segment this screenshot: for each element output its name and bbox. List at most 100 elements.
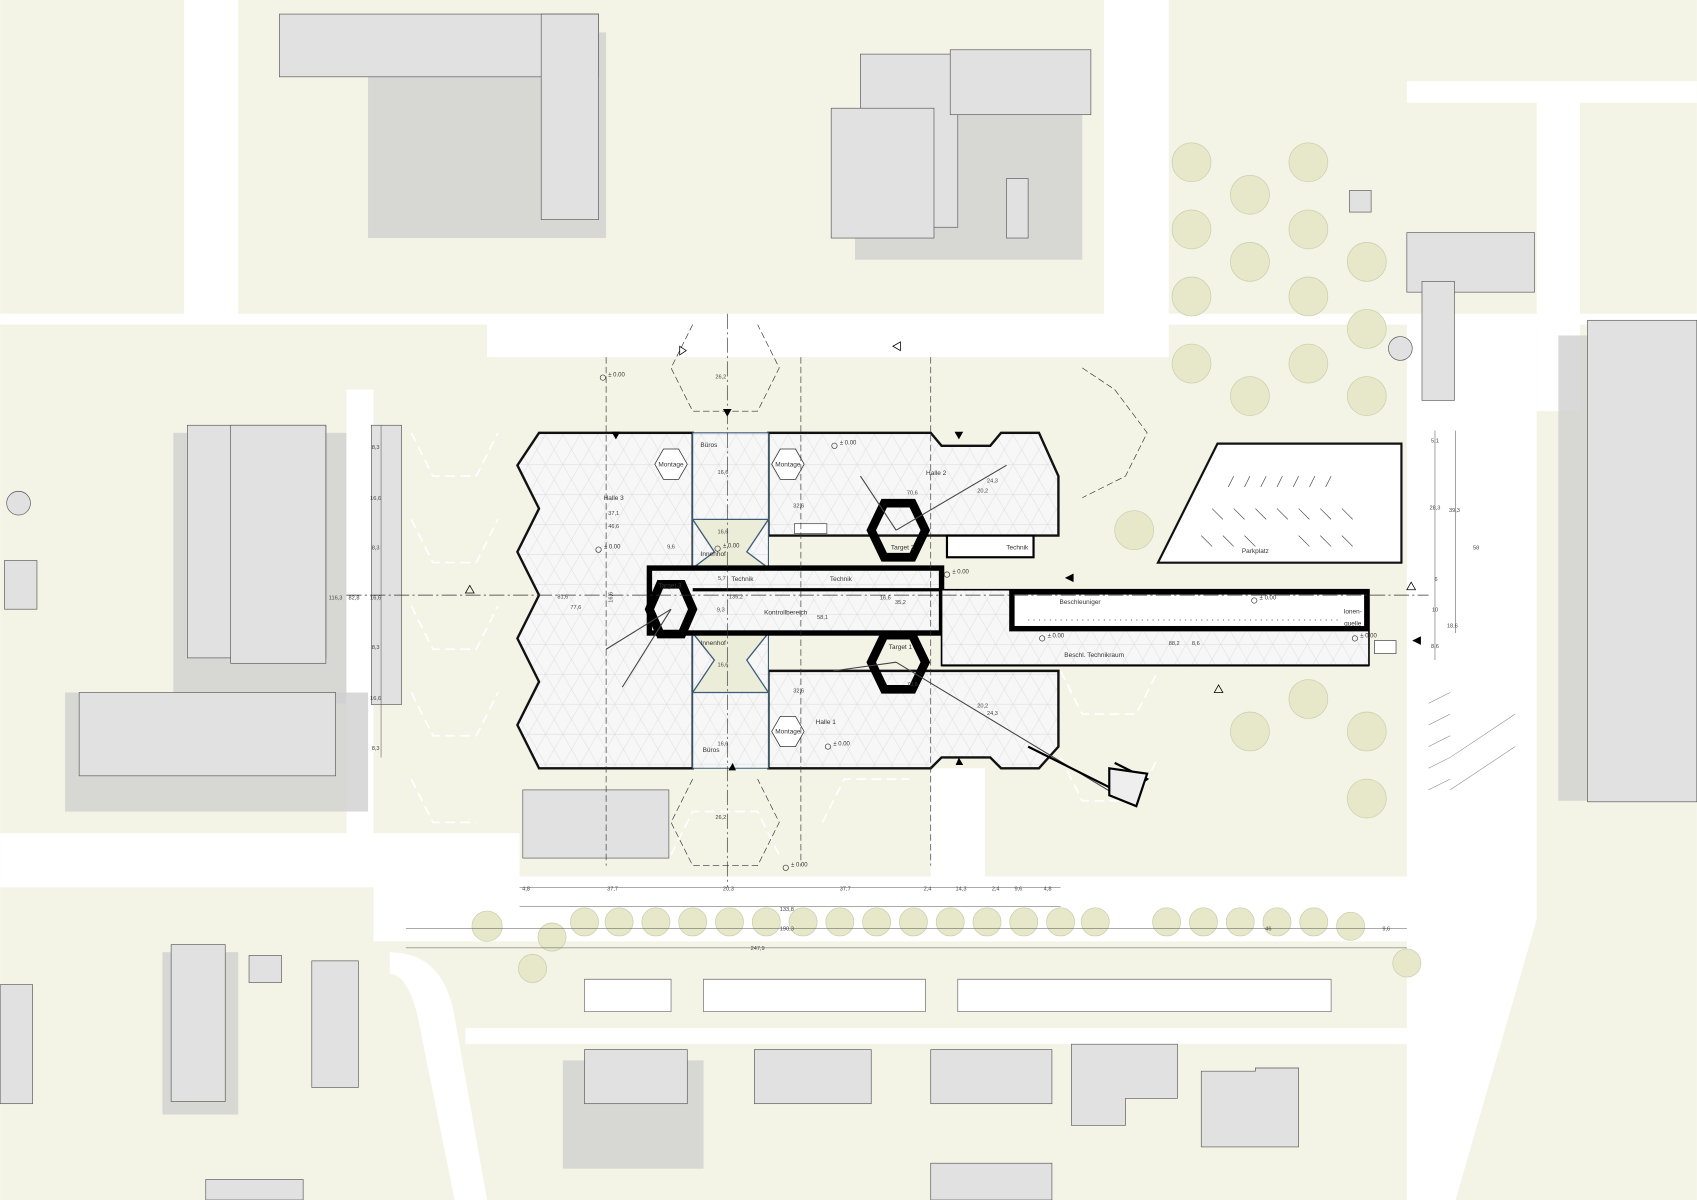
dimension: 5,1 <box>1431 439 1439 445</box>
label-kontrollbereich: Kontrollbereich <box>764 610 808 617</box>
label-halle-2: Halle 2 <box>926 470 947 477</box>
dimension: 133,8 <box>780 907 794 913</box>
dimension: 116,3 <box>329 595 343 601</box>
dimension: 24,3 <box>987 479 998 485</box>
dimension: 16,6 <box>718 663 729 669</box>
dimension: 37,7 <box>840 887 851 893</box>
level-marker: ± 0.00 <box>599 373 625 381</box>
dimension: 82,8 <box>349 595 360 601</box>
dimension: 8,3 <box>372 746 380 752</box>
entrance-markers <box>464 341 1421 771</box>
dimension: 39,3 <box>1449 508 1460 514</box>
svg-text:± 0.00: ± 0.00 <box>604 545 621 551</box>
dimension-labels: 26,2 26,2 37,1 46,6 9,6 16,6 16,6 16,6 1… <box>329 375 1479 952</box>
dimension: 6 <box>1434 577 1437 583</box>
label-parkplatz: Parkplatz <box>1242 548 1269 555</box>
target-2-shielding <box>866 498 931 562</box>
label-target-2: Target 2 <box>891 545 915 552</box>
svg-text:± 0.00: ± 0.00 <box>1048 633 1065 639</box>
dimension: 8,3 <box>372 445 380 451</box>
trees <box>471 142 1422 983</box>
label-beschleuniger: Beschleuniger <box>1060 599 1102 606</box>
target-1-shielding <box>866 630 931 694</box>
hall-2 <box>767 431 1060 537</box>
label-technik: Technik <box>830 576 853 583</box>
label-montage: Montage <box>775 461 801 468</box>
dimension: 8,3 <box>372 645 380 651</box>
dimension: 16,6 <box>718 529 729 535</box>
hall-1 <box>767 669 1060 770</box>
dimension: 37,1 <box>608 511 619 517</box>
dimension: 9,6 <box>1014 887 1022 893</box>
dimension: 2,4 <box>992 887 1000 893</box>
dimension: 16,6 <box>718 470 729 476</box>
label-ionenquelle: quelle <box>1344 620 1362 627</box>
level-marker: ± 0.00 <box>831 441 857 449</box>
dimension: 16,6 <box>718 742 729 748</box>
dimension: 26,2 <box>715 375 726 381</box>
level-marker: ± 0.00 <box>943 569 970 578</box>
dimension: 16,6 <box>609 592 615 603</box>
svg-text:± 0.00: ± 0.00 <box>840 441 857 447</box>
dimension: 35,2 <box>895 600 906 606</box>
level-marker: ± 0.00 <box>595 545 621 553</box>
dimension: 16,6 <box>880 595 891 601</box>
dimension: 37,7 <box>607 887 618 893</box>
dimension: 20,2 <box>977 704 988 710</box>
control-corridor <box>646 565 945 636</box>
dimension: 28,3 <box>1430 506 1441 512</box>
dimension: 16,6 <box>370 595 381 601</box>
dimension: 81,6 <box>557 594 568 600</box>
level-markers: ± 0.00 ± 0.00 ± 0.00 ± 0.00 ± 0.00 ± 0.0… <box>595 373 1377 871</box>
dimension: 8,6 <box>1192 641 1200 647</box>
label-ionenquelle: Ionen- <box>1344 609 1362 616</box>
svg-text:± 0.00: ± 0.00 <box>608 373 625 379</box>
dimension: 16,6 <box>370 496 381 502</box>
level-marker: ± 0.00 <box>824 742 851 750</box>
dimension: 20,3 <box>723 887 734 893</box>
label-target-1: Target 1 <box>889 644 913 651</box>
dimension: 14,3 <box>956 887 967 893</box>
dimension: 5,7 <box>718 576 726 582</box>
label-halle-3: Halle 3 <box>604 495 625 502</box>
dimension: 58 <box>1473 546 1479 552</box>
svg-text:± 0.00: ± 0.00 <box>791 863 808 869</box>
dimension: 10 <box>1432 607 1438 613</box>
dimension: 24,3 <box>987 711 998 717</box>
dimension: 8,3 <box>372 546 380 552</box>
dimension: 77,6 <box>570 605 581 611</box>
room-labels: Halle 3 Halle 2 Halle 1 Montage Montage … <box>604 442 1362 754</box>
dimension: 8,6 <box>1431 644 1439 650</box>
label-innenhof: Innenhof <box>701 640 726 647</box>
dimension: 20,2 <box>977 488 988 494</box>
svg-text:± 0.00: ± 0.00 <box>952 569 969 575</box>
main-building <box>516 431 1150 808</box>
dimension: 9,6 <box>667 545 675 551</box>
label-bueros: Büros <box>703 747 721 754</box>
label-technik: Technik <box>731 576 754 583</box>
dimension: 32,6 <box>793 689 804 695</box>
label-montage: Montage <box>775 729 801 736</box>
dimension: 135,2 <box>729 594 743 600</box>
level-marker: ± 0.00 <box>1039 633 1065 642</box>
label-technikraum: Beschl. Technikraum <box>1064 652 1124 659</box>
dimension: 16,6 <box>370 696 381 702</box>
svg-text:± 0.00: ± 0.00 <box>1360 633 1377 639</box>
dimension: 32,6 <box>793 503 804 509</box>
technik-room <box>945 534 1035 559</box>
label-technik: Technik <box>1006 545 1029 552</box>
dimension: 46 <box>1265 927 1271 933</box>
dimension: 70,6 <box>907 682 918 688</box>
surrounding-buildings <box>0 13 1697 1200</box>
dimension: 18,6 <box>1447 624 1458 630</box>
svg-text:± 0.00: ± 0.00 <box>723 544 740 550</box>
level-marker: ± 0.00 <box>1351 633 1377 642</box>
dimension: 26,2 <box>715 815 726 821</box>
level-marker: ± 0.00 <box>714 544 740 552</box>
dimension: 70,6 <box>907 490 918 496</box>
dimension: 58,1 <box>817 615 828 621</box>
level-marker: ± 0.00 <box>1251 595 1277 604</box>
dimension: 9,6 <box>1382 927 1390 933</box>
